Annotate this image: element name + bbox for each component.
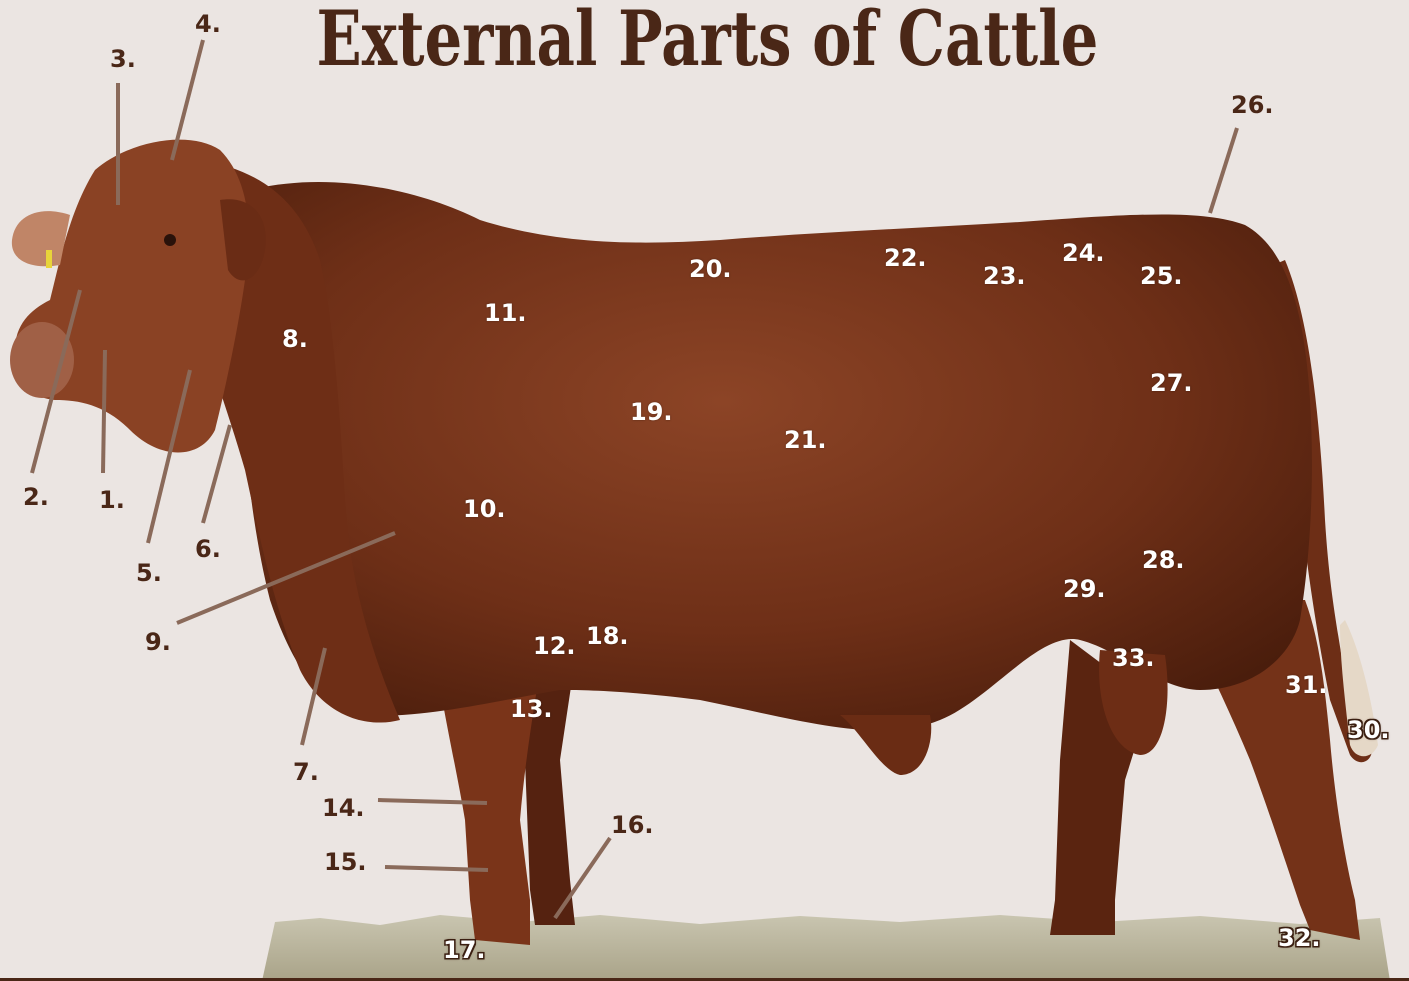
label-5: 5. (136, 561, 162, 585)
label-23: 23. (983, 264, 1026, 288)
label-2: 2. (23, 485, 49, 509)
label-25: 25. (1140, 264, 1183, 288)
label-12: 12. (533, 634, 576, 658)
ear-tag (46, 250, 52, 268)
label-24: 24. (1062, 241, 1105, 265)
label-11: 11. (484, 301, 527, 325)
label-22: 22. (884, 246, 927, 270)
label-15: 15. (324, 850, 367, 874)
label-21: 21. (784, 428, 827, 452)
label-26: 26. (1231, 93, 1274, 117)
label-10: 10. (463, 497, 506, 521)
label-19: 19. (630, 400, 673, 424)
label-17: 17. (443, 938, 486, 962)
label-6: 6. (195, 537, 221, 561)
label-32: 32. (1278, 926, 1321, 950)
label-14: 14. (322, 796, 365, 820)
label-7: 7. (293, 760, 319, 784)
label-1: 1. (99, 488, 125, 512)
label-4: 4. (195, 12, 221, 36)
label-29: 29. (1063, 577, 1106, 601)
sheath (840, 715, 931, 775)
eye (164, 234, 176, 246)
label-16: 16. (611, 813, 654, 837)
ear-left (12, 211, 70, 266)
grass (262, 915, 1390, 981)
label-27: 27. (1150, 371, 1193, 395)
label-31: 31. (1285, 673, 1328, 697)
label-13: 13. (510, 697, 553, 721)
label-33: 33. (1112, 646, 1155, 670)
label-28: 28. (1142, 548, 1185, 572)
label-20: 20. (689, 257, 732, 281)
label-3: 3. (110, 47, 136, 71)
label-9: 9. (145, 630, 171, 654)
label-8: 8. (282, 327, 308, 351)
label-18: 18. (586, 624, 629, 648)
muzzle (10, 322, 74, 398)
label-30: 30. (1347, 718, 1390, 742)
